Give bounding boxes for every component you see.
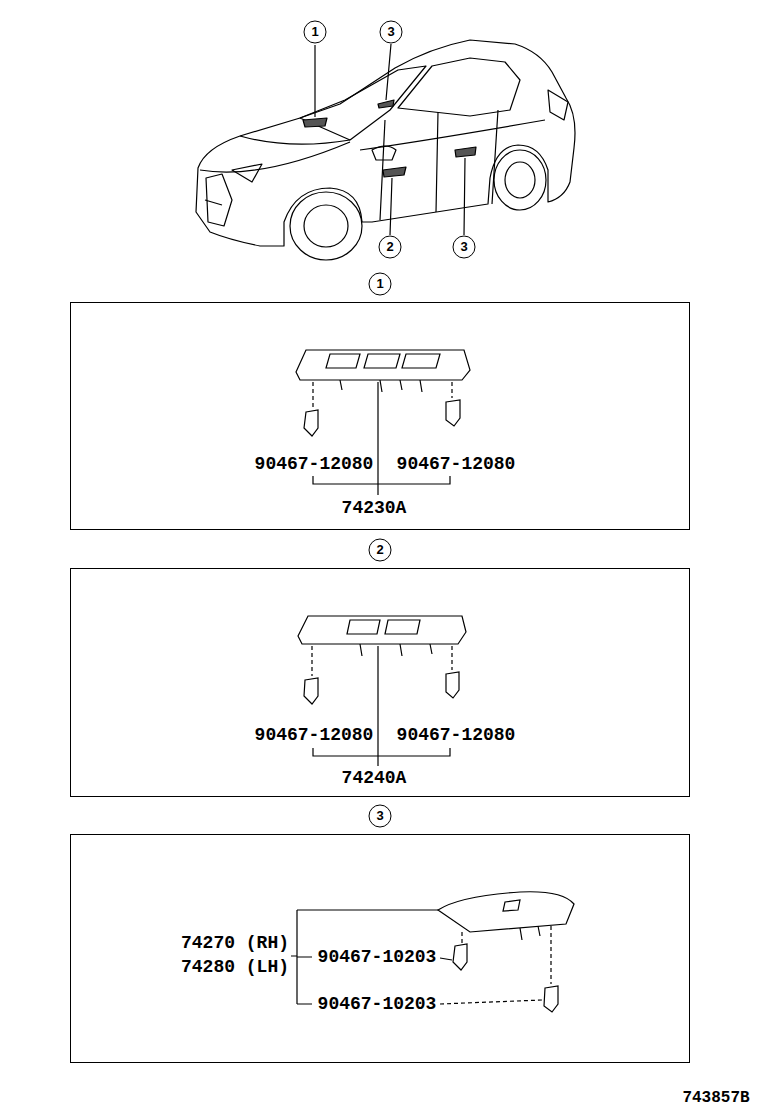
- part-number: 90467-12080: [254, 726, 375, 746]
- switch-marker: [303, 118, 327, 127]
- part-number: 90467-10203: [317, 995, 438, 1015]
- part-number: 90467-12080: [396, 726, 517, 746]
- door-lines: [360, 110, 545, 220]
- clip-guide: [462, 926, 551, 984]
- callout-number: 1: [304, 21, 327, 44]
- headlight: [232, 164, 262, 182]
- bracket: [313, 646, 450, 766]
- parts-panel: 290467-1208090467-1208074240A: [70, 568, 690, 797]
- car-body: [196, 40, 575, 246]
- switch-marker: [455, 147, 476, 157]
- front-wheel-hub: [304, 205, 348, 247]
- switch-detail: [347, 620, 432, 656]
- clip-guide: [312, 646, 452, 676]
- hood-line: [200, 136, 350, 172]
- bracket: [313, 382, 450, 495]
- bracket: [291, 910, 452, 1004]
- rear-wheel: [494, 150, 546, 210]
- parts-panel: 190467-1208090467-1208074230A: [70, 302, 690, 530]
- clip: [304, 672, 459, 704]
- callout-number: 2: [379, 236, 402, 259]
- side-window: [398, 58, 520, 116]
- front-wheel: [290, 192, 362, 260]
- part-number: 74240A: [341, 769, 408, 789]
- callout-number: 3: [453, 236, 476, 259]
- rear-lamp: [548, 90, 568, 120]
- clip-guide: [313, 382, 452, 408]
- part-number: 90467-12080: [396, 455, 517, 475]
- switch-body: [298, 616, 466, 644]
- car-illustration: [196, 40, 575, 260]
- switch-detail: [326, 354, 440, 392]
- switch-marker: [383, 167, 406, 177]
- switch-body: [438, 892, 574, 932]
- callout-number: 1: [369, 273, 392, 296]
- part-number: 90467-12080: [254, 455, 375, 475]
- part-number: 74270 (RH): [180, 934, 290, 954]
- callout-number: 2: [369, 539, 392, 562]
- bracket: [440, 1000, 542, 1004]
- part-number: 74280 (LH): [180, 958, 290, 978]
- rear-wheel-hub: [505, 162, 535, 198]
- switch-base-3: [291, 892, 574, 1012]
- callout-number: 3: [380, 21, 403, 44]
- leader-line: [315, 44, 465, 235]
- part-number: 90467-10203: [317, 948, 438, 968]
- mirror: [372, 146, 396, 160]
- figure-number: 743857B: [681, 1090, 750, 1108]
- switch-marker: [378, 100, 394, 108]
- clip: [304, 400, 460, 436]
- parts-panel: 374270 (RH)74280 (LH)90467-1020390467-10…: [70, 834, 690, 1063]
- windshield: [300, 66, 426, 140]
- callout-number: 3: [369, 805, 392, 828]
- grille: [205, 174, 232, 226]
- switch-detail: [503, 900, 540, 940]
- part-number: 74230A: [341, 499, 408, 519]
